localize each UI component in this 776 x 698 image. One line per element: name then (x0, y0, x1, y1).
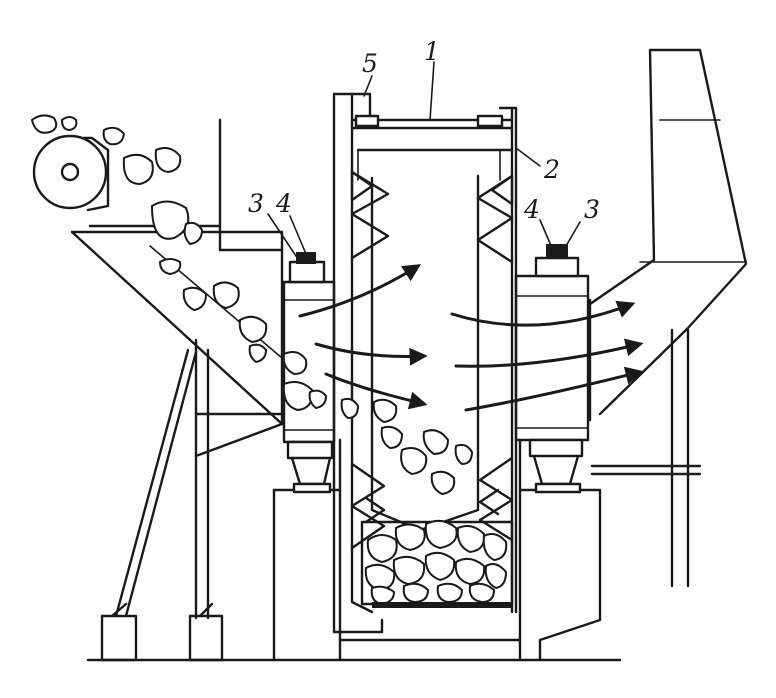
label-3-right: 3 (584, 195, 600, 224)
rocks-feed (30, 114, 474, 496)
exhaust-stack (588, 48, 748, 588)
rock-pile (360, 519, 514, 608)
lining-left (350, 170, 390, 550)
gas-flow-arrows (298, 264, 644, 412)
callout-labels (267, 61, 581, 257)
lining-right (476, 174, 514, 542)
right-housing (514, 244, 590, 494)
label-4-left: 4 (275, 189, 292, 218)
label-2: 2 (543, 155, 560, 184)
label-5: 5 (362, 49, 378, 78)
left-support-frame (100, 338, 284, 662)
label-1: 1 (424, 37, 440, 66)
feed-pulley (32, 134, 110, 212)
label-4-right: 4 (523, 195, 540, 224)
label-3-left: 3 (248, 189, 264, 218)
